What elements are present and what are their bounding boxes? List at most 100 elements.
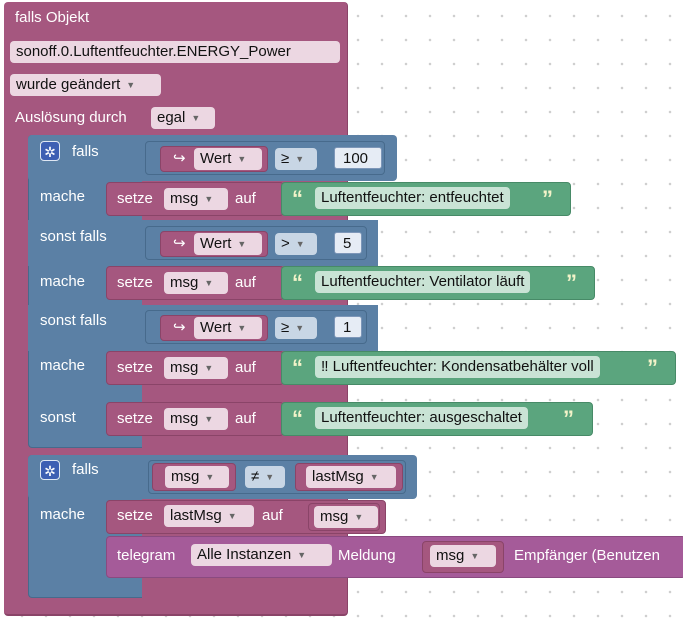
to-label-3: auf <box>235 359 256 376</box>
var-text-2: Wert <box>200 235 232 252</box>
number-text-2: 5 <box>343 235 352 252</box>
operator-text-3: ≥ <box>281 319 290 336</box>
text-field-2[interactable]: Luftentfeuchter: Ventilator läuft <box>315 271 531 293</box>
message-value-text: msg <box>436 547 465 564</box>
text-value-2: Luftentfeuchter: Ventilator läuft <box>321 273 525 290</box>
operator-dropdown-3[interactable]: ≥▼ <box>275 317 317 339</box>
number-field-2[interactable]: 5 <box>334 232 362 254</box>
set-target-dropdown-3[interactable]: msg ▼ <box>164 357 228 379</box>
var-dropdown-2[interactable]: Wert ▼ <box>194 233 262 255</box>
return-arrow-icon: ↪ <box>173 319 186 336</box>
set-label-else: setze <box>117 410 153 427</box>
text-value-3: ‼ Luftentfeuchter: Kondensatbehälter vol… <box>321 358 594 375</box>
return-arrow-icon: ↪ <box>173 150 186 167</box>
chevron-down-icon: ▼ <box>369 472 379 482</box>
return-arrow-icon: ↪ <box>173 235 186 252</box>
message-value-dropdown[interactable]: msg ▼ <box>430 545 496 567</box>
set-target-dropdown-1[interactable]: msg ▼ <box>164 188 228 210</box>
chevron-down-icon: ▼ <box>295 239 305 249</box>
do-label-4: mache <box>40 506 86 523</box>
right-var-text: lastMsg <box>312 468 364 485</box>
text-field-3[interactable]: ‼ Luftentfeuchter: Kondensatbehälter vol… <box>315 356 600 378</box>
else-label: sonst <box>40 409 76 426</box>
var-text-3: Wert <box>200 319 232 336</box>
chevron-down-icon: ▼ <box>204 363 214 373</box>
operator-dropdown-1[interactable]: ≥▼ <box>275 148 317 170</box>
set-target-text-3: msg <box>170 359 199 376</box>
gear-icon[interactable]: ✲ <box>40 141 60 161</box>
gear-icon[interactable]: ✲ <box>40 460 60 480</box>
chevron-down-icon: ▼ <box>237 239 247 249</box>
change-mode-text: wurde geändert <box>16 76 121 93</box>
set-target-text-else: msg <box>170 410 199 427</box>
to-label-2: auf <box>235 274 256 291</box>
object-id-field[interactable]: sonoff.0.Luftentfeuchter.ENERGY_Power <box>10 41 340 63</box>
chevron-down-icon: ▼ <box>470 551 480 561</box>
message-label: Meldung <box>338 547 396 564</box>
chevron-down-icon: ▼ <box>205 472 215 482</box>
right-var-dropdown[interactable]: lastMsg ▼ <box>306 466 396 488</box>
chevron-down-icon: ▼ <box>265 472 275 482</box>
chevron-down-icon: ▼ <box>204 194 214 204</box>
text-field-1[interactable]: Luftentfeuchter: entfeuchtet <box>315 187 510 209</box>
set-target-dropdown-2[interactable]: msg ▼ <box>164 272 228 294</box>
close-quote-icon: ” <box>647 355 658 380</box>
operator-dropdown-2[interactable]: >▼ <box>275 233 317 255</box>
set-label-4: setze <box>117 507 153 524</box>
set-target-dropdown-4[interactable]: lastMsg ▼ <box>164 505 254 527</box>
if1-label: falls <box>72 143 99 160</box>
chevron-down-icon: ▼ <box>297 550 307 560</box>
operator-dropdown-4[interactable]: ≠▼ <box>245 466 285 488</box>
set-target-text-4: lastMsg <box>170 507 222 524</box>
open-quote-icon: “ <box>292 355 303 380</box>
chevron-down-icon: ▼ <box>354 512 364 522</box>
text-value-else: Luftentfeuchter: ausgeschaltet <box>321 409 522 426</box>
telegram-label: telegram <box>117 547 176 564</box>
left-var-text: msg <box>171 468 200 485</box>
open-quote-icon: “ <box>292 270 303 295</box>
trigger-title: falls Objekt <box>15 9 90 26</box>
operator-text-1: ≥ <box>281 150 290 167</box>
var-dropdown-1[interactable]: Wert ▼ <box>194 148 262 170</box>
chevron-down-icon: ▼ <box>237 323 247 333</box>
operator-text-2: > <box>281 235 290 252</box>
do-label-2: mache <box>40 273 86 290</box>
number-text-3: 1 <box>343 319 352 336</box>
chevron-down-icon: ▼ <box>191 113 201 123</box>
trigger-value-text: egal <box>157 109 186 126</box>
chevron-down-icon: ▼ <box>204 278 214 288</box>
set-label-2: setze <box>117 274 153 291</box>
set-target-text-1: msg <box>170 190 199 207</box>
text-field-else[interactable]: Luftentfeuchter: ausgeschaltet <box>315 407 528 429</box>
telegram-instance-text: Alle Instanzen <box>197 546 292 563</box>
object-id-text: sonoff.0.Luftentfeuchter.ENERGY_Power <box>16 43 291 60</box>
text-value-1: Luftentfeuchter: entfeuchtet <box>321 189 504 206</box>
var-dropdown-3[interactable]: Wert ▼ <box>194 317 262 339</box>
trigger-value-dropdown[interactable]: egal ▼ <box>151 107 215 129</box>
chevron-down-icon: ▼ <box>237 154 247 164</box>
set-target-text-2: msg <box>170 274 199 291</box>
set-value-dropdown[interactable]: msg ▼ <box>314 506 378 528</box>
to-label-4: auf <box>262 507 283 524</box>
open-quote-icon: “ <box>292 406 303 431</box>
change-mode-dropdown[interactable]: wurde geändert ▼ <box>10 74 161 96</box>
number-field-1[interactable]: 100 <box>334 147 382 169</box>
trigger-label: Auslösung durch <box>15 109 127 126</box>
set-target-dropdown-else[interactable]: msg ▼ <box>164 408 228 430</box>
telegram-instance-dropdown[interactable]: Alle Instanzen ▼ <box>191 544 332 566</box>
recipient-label: Empfänger (Benutzen <box>514 547 660 564</box>
do-label-3: mache <box>40 357 86 374</box>
left-var-dropdown[interactable]: msg ▼ <box>165 466 229 488</box>
operator-text-4: ≠ <box>251 468 260 485</box>
close-quote-icon: ” <box>566 270 577 295</box>
number-text-1: 100 <box>343 150 369 167</box>
set-value-text: msg <box>320 508 349 525</box>
if2-label: falls <box>72 461 99 478</box>
var-text-1: Wert <box>200 150 232 167</box>
chevron-down-icon: ▼ <box>227 511 237 521</box>
chevron-down-icon: ▼ <box>204 414 214 424</box>
number-field-3[interactable]: 1 <box>334 316 362 338</box>
set-label-1: setze <box>117 190 153 207</box>
close-quote-icon: ” <box>563 406 574 431</box>
chevron-down-icon: ▼ <box>126 80 136 90</box>
